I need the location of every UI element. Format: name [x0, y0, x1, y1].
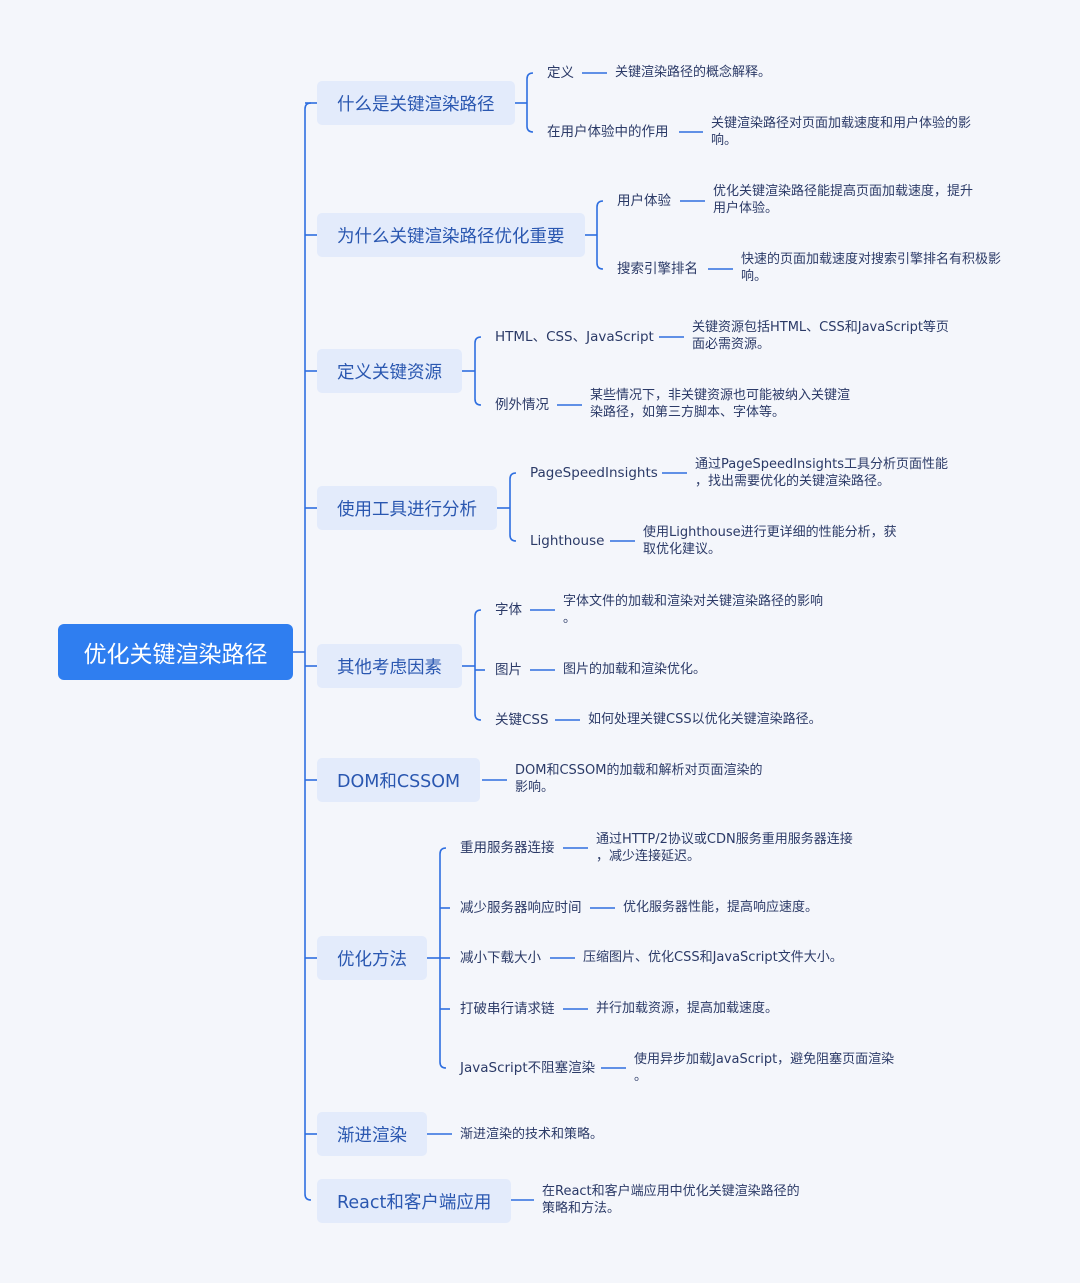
desc-role-ux: 关键渲染路径对页面加载速度和用户体验的影 响。	[711, 116, 972, 148]
leaf-reduce-download-size[interactable]: 减小下载大小	[460, 950, 541, 966]
desc-react-client: 在React和客户端应用中优化关键渲染路径的 策略和方法。	[542, 1184, 800, 1216]
b0-bracket	[526, 72, 534, 133]
branch-node-other-factors[interactable]: 其他考虑因素	[317, 644, 462, 688]
b1-bracket	[596, 200, 604, 270]
desc-images: 图片的加载和渲染优化。	[563, 662, 707, 677]
desc-reduce-response-time: 优化服务器性能，提高响应速度。	[623, 900, 819, 915]
desc-reduce-download-size: 压缩图片、优化CSS和JavaScript文件大小。	[583, 950, 843, 965]
desc-definition: 关键渲染路径的概念解释。	[615, 65, 772, 80]
leaf-seo-ranking[interactable]: 搜索引擎排名	[617, 261, 698, 277]
desc-html-css-js: 关键资源包括HTML、CSS和JavaScript等页 面必需资源。	[692, 320, 949, 352]
branch-node-critical-resources[interactable]: 定义关键资源	[317, 349, 462, 393]
leaf-exceptions[interactable]: 例外情况	[495, 397, 549, 413]
desc-break-request-chains: 并行加载资源，提高加载速度。	[596, 1001, 779, 1016]
leaf-html-css-js[interactable]: HTML、CSS、JavaScript	[495, 329, 654, 345]
b4-bracket	[474, 609, 482, 721]
desc-critical-css: 如何处理关键CSS以优化关键渲染路径。	[588, 712, 822, 727]
branch-node-what-is-crp[interactable]: 什么是关键渲染路径	[317, 81, 515, 125]
leaf-role-ux[interactable]: 在用户体验中的作用	[547, 124, 669, 140]
branch-node-react-client[interactable]: React和客户端应用	[317, 1179, 512, 1223]
branch-node-dom-cssom[interactable]: DOM和CSSOM	[317, 758, 481, 802]
leaf-user-experience[interactable]: 用户体验	[617, 193, 671, 209]
leaf-critical-css[interactable]: 关键CSS	[495, 712, 549, 728]
trunk-line	[304, 102, 312, 1201]
branch-node-tools[interactable]: 使用工具进行分析	[317, 486, 497, 530]
desc-reuse-connections: 通过HTTP/2协议或CDN服务重用服务器连接 ，减少连接延迟。	[596, 832, 853, 864]
leaf-reuse-connections[interactable]: 重用服务器连接	[460, 840, 555, 856]
leaf-break-request-chains[interactable]: 打破串行请求链	[460, 1001, 555, 1017]
b3-bracket	[509, 472, 517, 542]
leaf-fonts[interactable]: 字体	[495, 602, 522, 618]
leaf-non-blocking-js[interactable]: JavaScript不阻塞渲染	[460, 1060, 596, 1076]
b2-bracket	[474, 336, 482, 406]
desc-progressive-rendering: 渐进渲染的技术和策略。	[460, 1127, 604, 1142]
root-node[interactable]: 优化关键渲染路径	[58, 624, 293, 680]
desc-lighthouse: 使用Lighthouse进行更详细的性能分析，获 取优化建议。	[643, 525, 897, 557]
desc-fonts: 字体文件的加载和渲染对关键渲染路径的影响 。	[563, 594, 824, 626]
desc-exceptions: 某些情况下，非关键资源也可能被纳入关键渲 染路径，如第三方脚本、字体等。	[590, 388, 851, 420]
desc-dom-cssom: DOM和CSSOM的加载和解析对页面渲染的 影响。	[515, 763, 763, 795]
branch-node-progressive-rendering[interactable]: 渐进渲染	[317, 1112, 427, 1156]
desc-user-experience: 优化关键渲染路径能提高页面加载速度，提升 用户体验。	[713, 184, 974, 216]
desc-non-blocking-js: 使用异步加载JavaScript，避免阻塞页面渲染 。	[634, 1052, 895, 1084]
leaf-pagespeed[interactable]: PageSpeedInsights	[530, 465, 658, 481]
leaf-images[interactable]: 图片	[495, 662, 522, 678]
desc-seo-ranking: 快速的页面加载速度对搜索引擎排名有积极影 响。	[741, 252, 1002, 284]
leaf-reduce-response-time[interactable]: 减少服务器响应时间	[460, 900, 582, 916]
branch-node-why-important[interactable]: 为什么关键渲染路径优化重要	[317, 213, 585, 257]
leaf-definition[interactable]: 定义	[547, 65, 574, 81]
desc-pagespeed: 通过PageSpeedInsights工具分析页面性能 ，找出需要优化的关键渲染…	[695, 457, 949, 489]
branch-node-optimization-methods[interactable]: 优化方法	[317, 936, 427, 980]
leaf-lighthouse[interactable]: Lighthouse	[530, 533, 605, 549]
